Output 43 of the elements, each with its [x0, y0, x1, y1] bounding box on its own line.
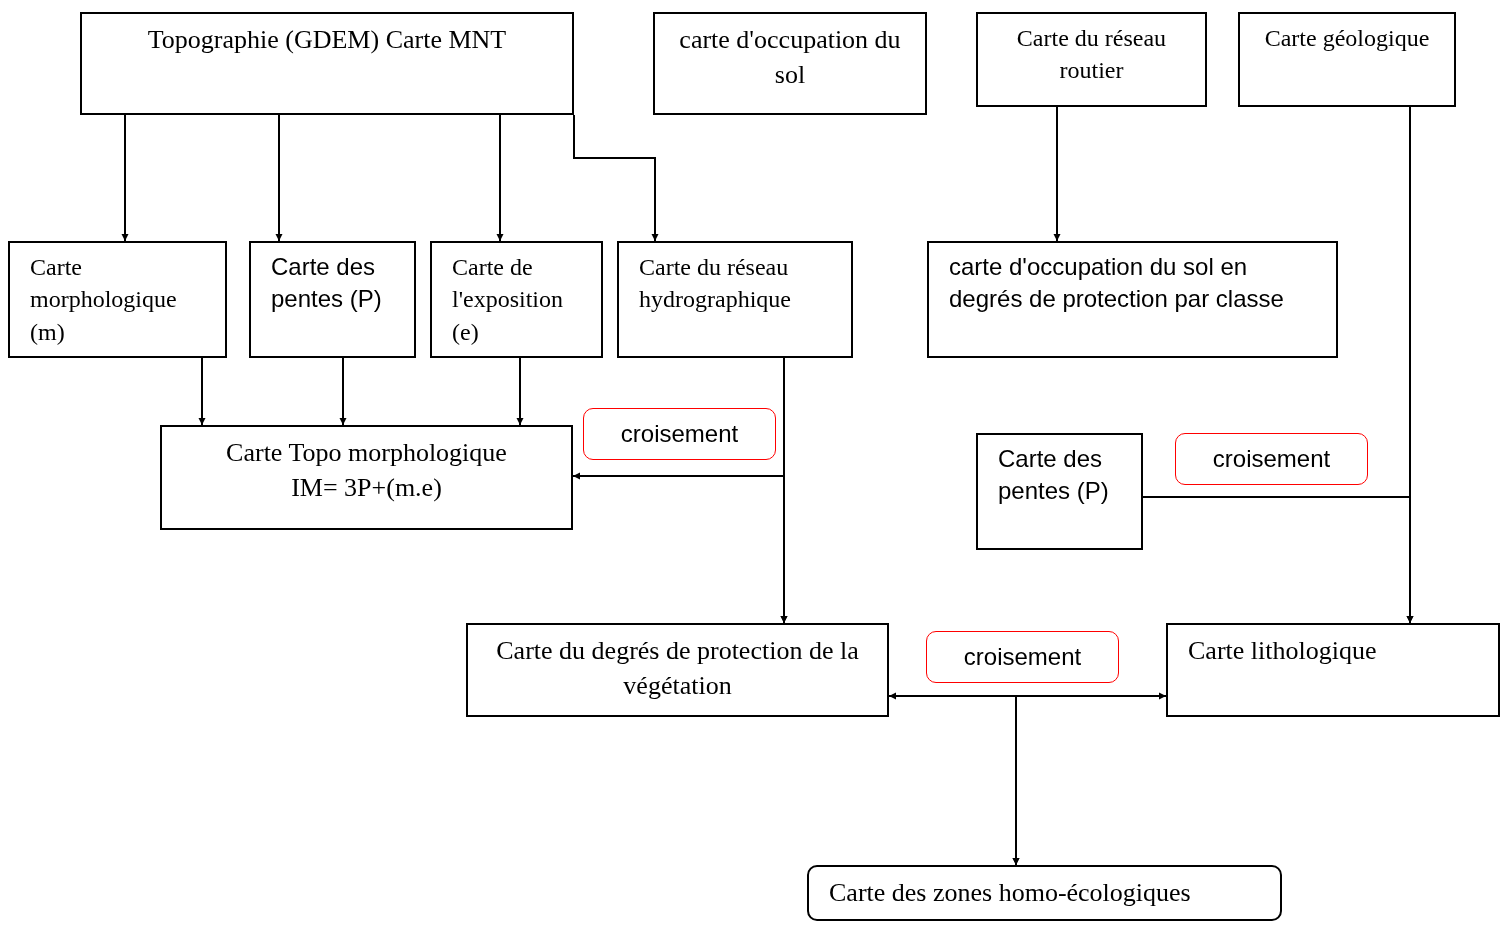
edge-label: croisement	[583, 408, 776, 460]
node-label: Carte lithologique	[1188, 635, 1377, 667]
node-label: Carte de l'exposition (e)	[452, 253, 564, 347]
process-box	[160, 425, 573, 530]
arrow	[121, 114, 129, 242]
process-box	[976, 433, 1143, 550]
process-box	[927, 241, 1338, 358]
node-label: Carte des pentes (P)	[271, 252, 383, 315]
arrow	[1053, 106, 1061, 242]
process-box	[1238, 12, 1456, 107]
process-box	[8, 241, 227, 358]
process-box	[80, 12, 574, 115]
arrow	[573, 114, 659, 242]
node-label: Carte des zones homo-écologiques	[829, 877, 1191, 909]
node-label: Carte géologique	[1264, 24, 1430, 53]
node-label: IM= 3P+(m.e)	[291, 472, 442, 505]
node-label: Carte du réseau routier	[1015, 24, 1168, 86]
node-label: Carte du degrés de protection de la végétation	[495, 635, 860, 703]
node-label: Carte des pentes (P)	[998, 444, 1110, 507]
node-label: Carte morphologique (m)	[30, 253, 178, 347]
arrow	[572, 472, 788, 624]
arrow	[198, 357, 206, 426]
arrow	[496, 114, 504, 242]
process-box	[617, 241, 853, 358]
node-label: carte d'occupation du sol en degrés de protection par classe	[949, 252, 1285, 315]
arrow	[1012, 695, 1167, 866]
node-label: carte d'occupation du sol	[678, 24, 902, 92]
node-label: Topographie (GDEM) Carte MNT	[147, 24, 507, 56]
arrow	[1142, 496, 1414, 624]
arrow	[516, 357, 524, 426]
node-label: Carte Topo morphologique	[226, 437, 507, 469]
rounded-box	[807, 865, 1282, 921]
edge-label: croisement	[926, 631, 1119, 683]
edge-label: croisement	[1175, 433, 1368, 485]
process-box	[976, 12, 1207, 107]
process-box	[249, 241, 416, 358]
arrow	[339, 357, 347, 426]
process-box	[466, 623, 889, 717]
process-box	[653, 12, 927, 115]
node-label: Carte du réseau hydrographique	[639, 253, 792, 315]
process-box	[1166, 623, 1500, 717]
arrow	[275, 114, 283, 242]
process-box	[430, 241, 603, 358]
